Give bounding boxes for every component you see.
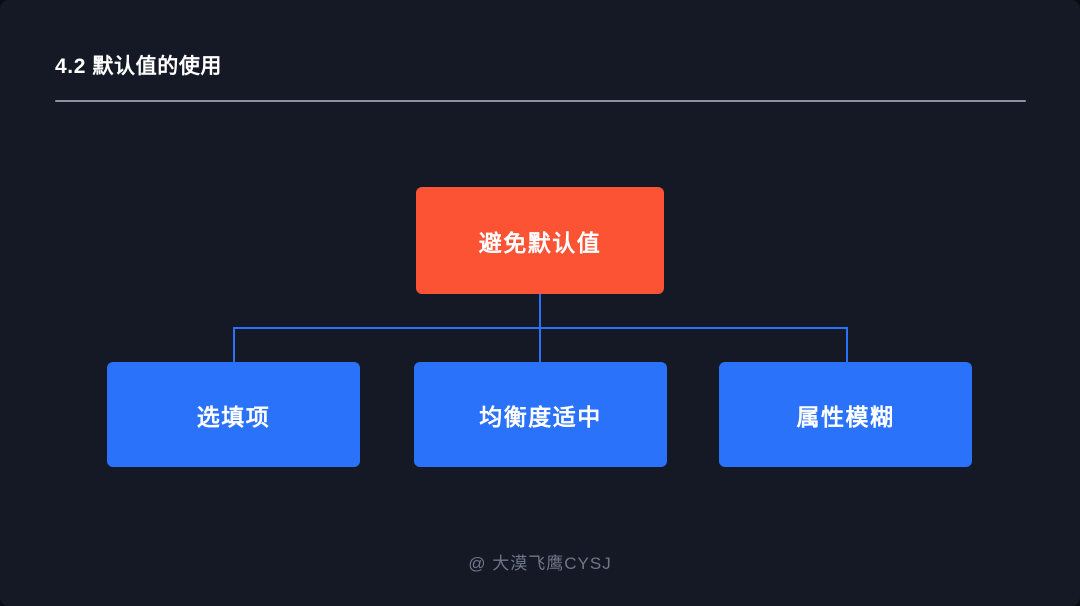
node-child-1-label: 选填项: [196, 403, 271, 430]
node-child-optional-field[interactable]: 选填项: [107, 362, 360, 467]
connector-drop-child-2: [539, 327, 541, 363]
node-child-balanced-degree[interactable]: 均衡度适中: [414, 362, 667, 467]
node-child-ambiguous-attribute[interactable]: 属性模糊: [719, 362, 972, 467]
connector-drop-child-1: [233, 327, 235, 363]
page-title: 4.2 默认值的使用: [55, 55, 223, 78]
watermark-text: @ 大漠飞鹰CYSJ: [468, 554, 612, 573]
node-root-label: 避免默认值: [478, 229, 602, 256]
node-child-3-label: 属性模糊: [796, 403, 895, 430]
title-divider: [55, 100, 1026, 102]
node-root-avoid-defaults[interactable]: 避免默认值: [416, 187, 664, 294]
connector-drop-child-3: [846, 327, 848, 363]
connector-root-stem: [539, 294, 541, 328]
node-child-2-label: 均衡度适中: [479, 403, 602, 430]
